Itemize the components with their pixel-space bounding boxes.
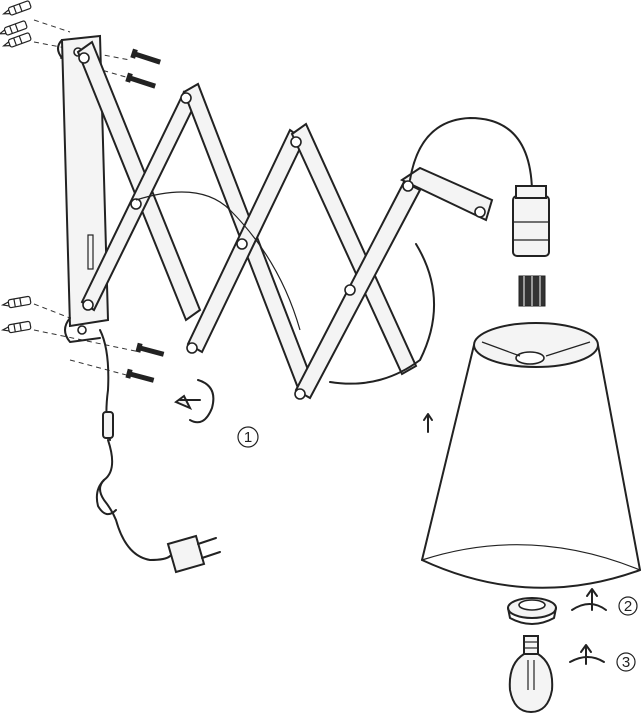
lamp-shade bbox=[421, 322, 641, 589]
power-plug bbox=[166, 534, 221, 574]
rotate-arrow-icon bbox=[569, 644, 605, 665]
inline-switch bbox=[95, 411, 171, 561]
step-number-1: 1 bbox=[244, 429, 252, 446]
shade-ring bbox=[507, 597, 557, 625]
rotate-arrow-icon bbox=[571, 588, 607, 611]
up-arrow-icon bbox=[423, 413, 433, 433]
rotate-arrow-icon bbox=[174, 379, 215, 424]
step-number-2: 2 bbox=[624, 598, 632, 615]
step-marker-2: 2 bbox=[618, 596, 638, 616]
scissor-arm bbox=[76, 40, 494, 400]
wall-plugs-bottom bbox=[0, 295, 141, 377]
screws-bottom bbox=[125, 342, 165, 383]
power-cable bbox=[99, 117, 533, 441]
step-marker-1: 1 bbox=[237, 426, 259, 448]
step-number-3: 3 bbox=[622, 654, 630, 671]
lamp-socket bbox=[512, 185, 550, 307]
wall-bracket bbox=[57, 34, 110, 343]
screws-top bbox=[125, 48, 161, 89]
step-marker-3: 3 bbox=[616, 652, 636, 672]
light-bulb bbox=[508, 635, 554, 714]
